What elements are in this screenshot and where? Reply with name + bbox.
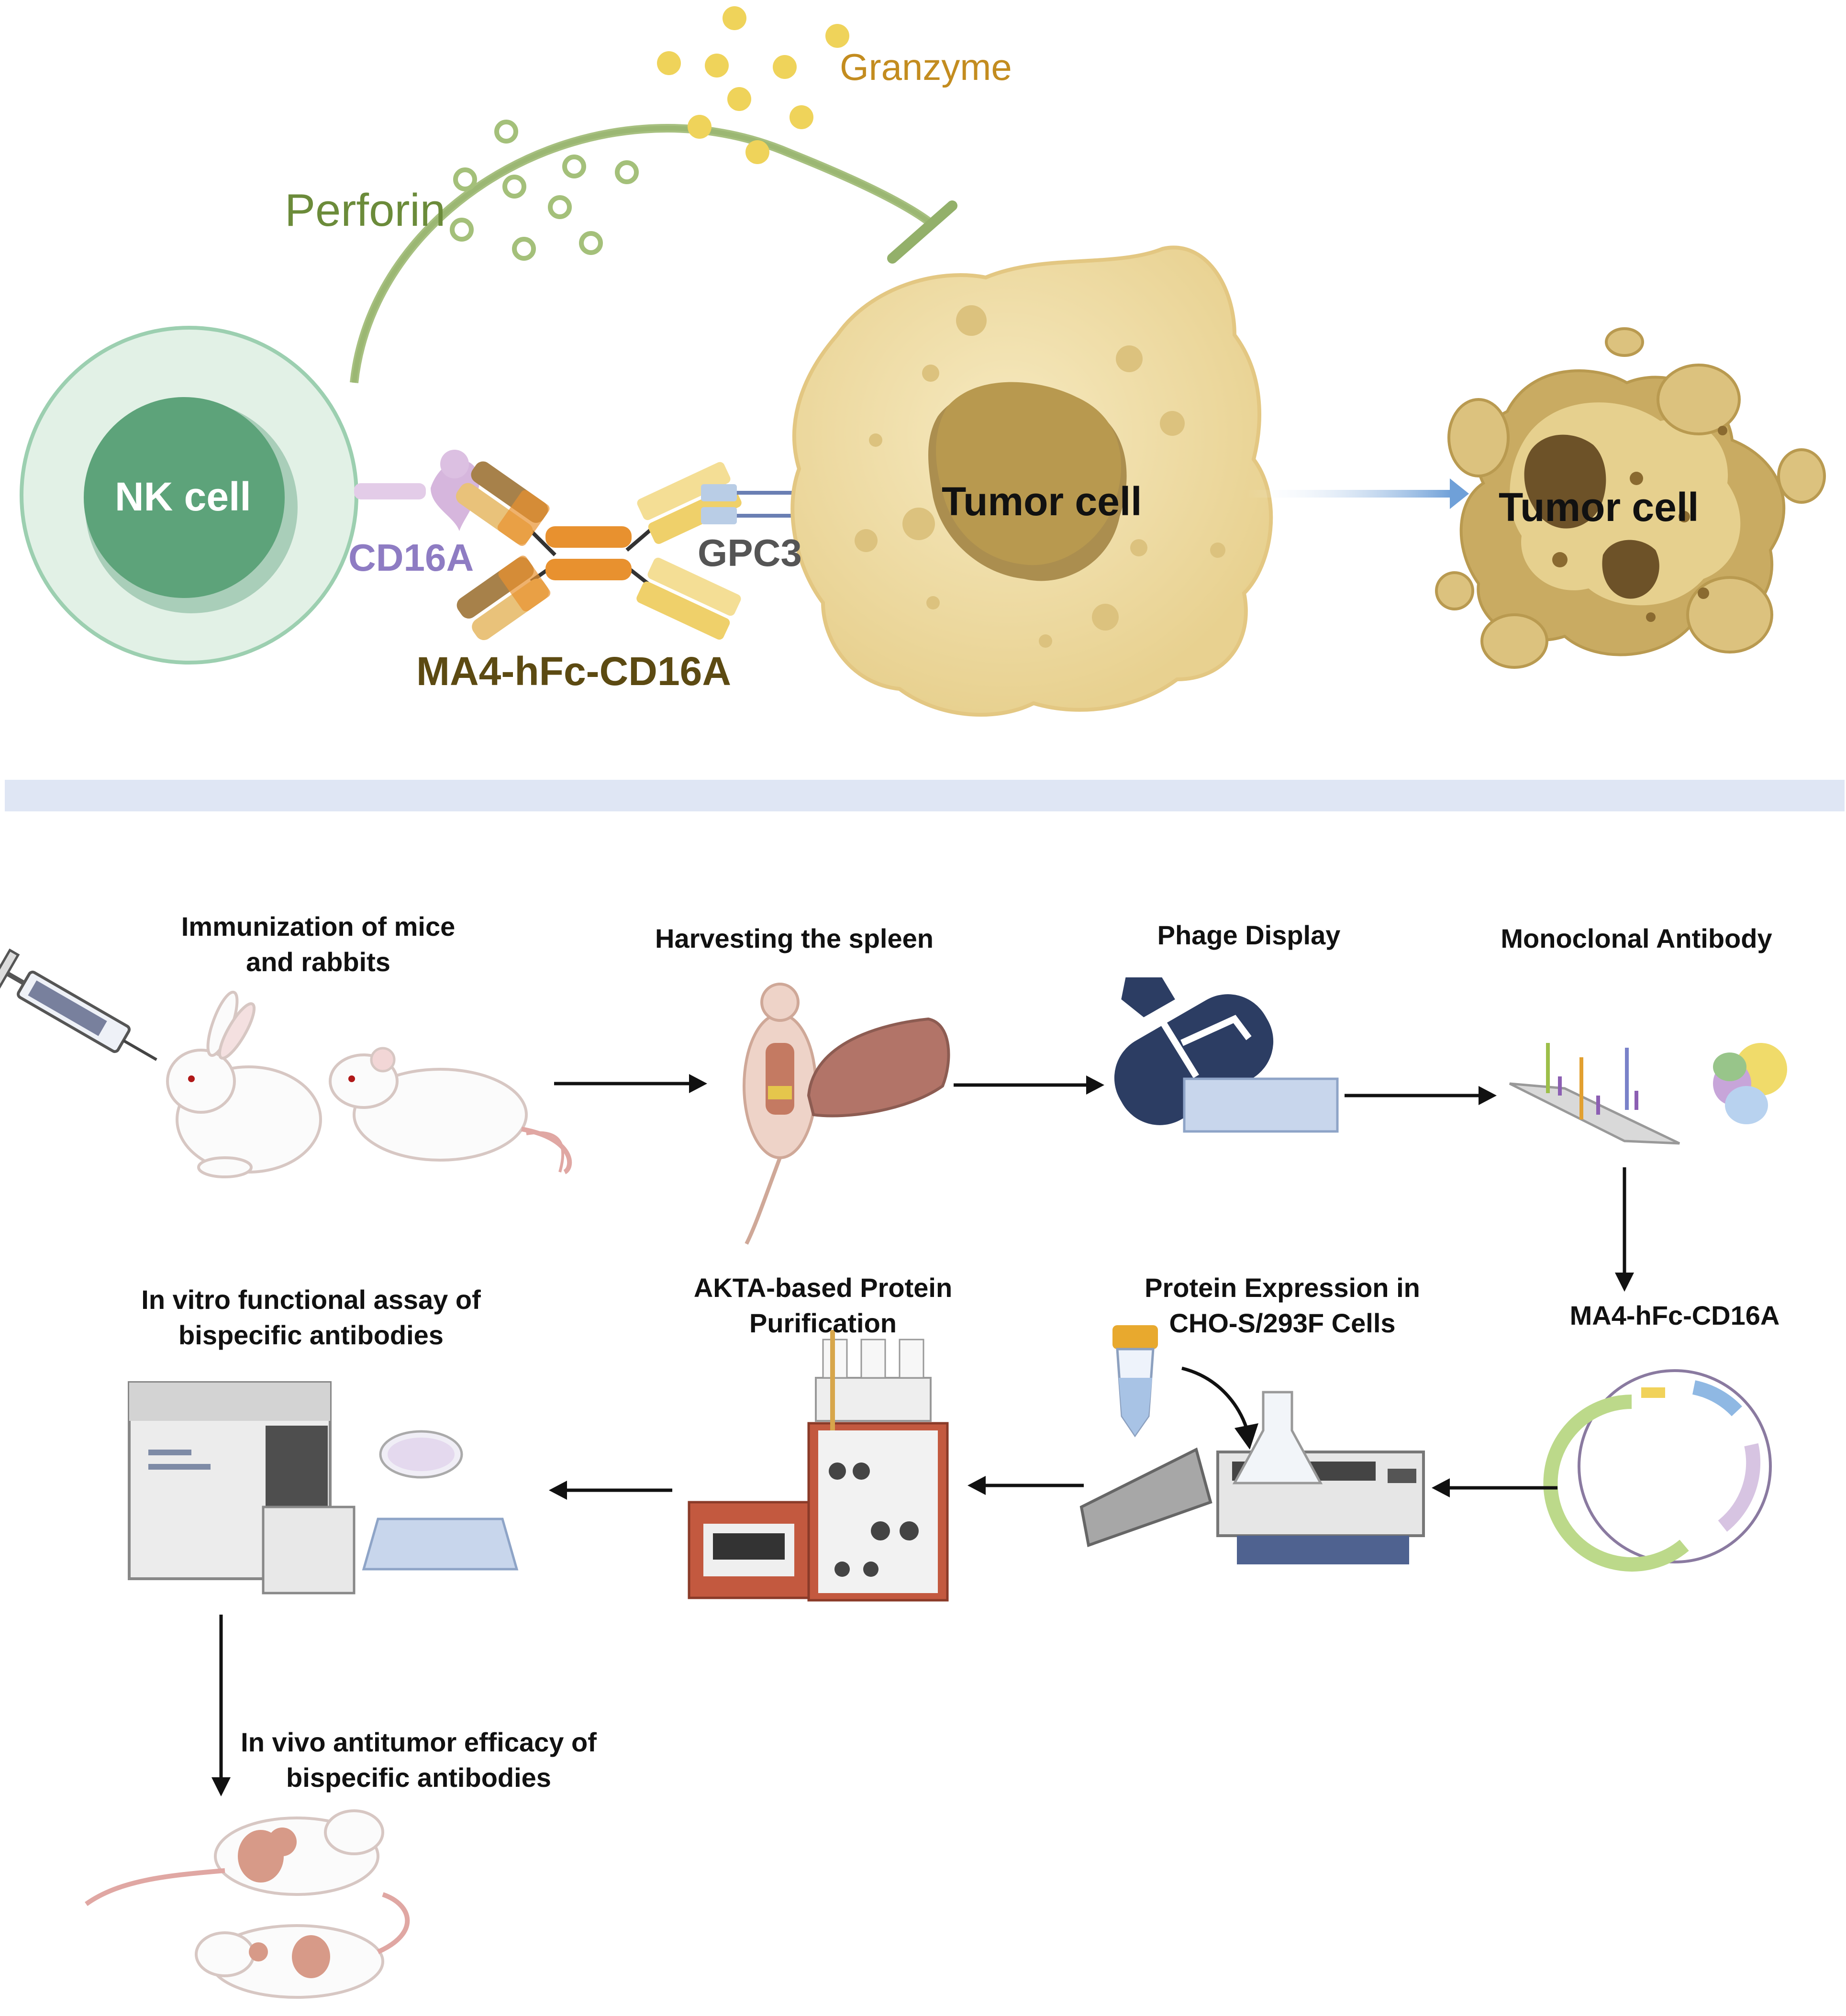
step-immunization-label: Immunization of mice and rabbits [144,909,493,980]
step-invivo-label: In vivo antitumor efficacy of bispecific… [211,1725,627,1795]
apoptotic-tumor-cell [1435,327,1826,669]
cd16a-receptor [354,450,479,531]
step-spleen-label: Harvesting the spleen [622,921,967,956]
rabbit-icon [166,990,322,1178]
step-monoclonal-label: Monoclonal Antibody [1474,921,1799,956]
perforin-granules [450,120,639,261]
akta-purifier-icon [688,1330,949,1602]
tumor-cell [790,245,1273,717]
step-akta-line2: Purification [749,1308,897,1338]
centrifuge-tube-icon [1112,1325,1158,1438]
kill-arrow [1246,478,1469,509]
phage-display-icon [1114,975,1339,1133]
step-phage-line1: Phage Display [1157,920,1341,950]
step-monoclonal-line1: Monoclonal Antibody [1501,923,1772,953]
perforin-label: Perforin [285,185,446,236]
granzyme-granules [657,6,849,164]
antibody-label: MA4-hFc-CD16A [416,649,732,694]
step-expression-line2: CHO-S/293F Cells [1169,1308,1396,1338]
step-construct-line1: MA4-hFc-CD16A [1569,1300,1780,1330]
step-invitro-line2: bispecific antibodies [178,1320,444,1350]
syringe-icon [0,948,157,1061]
gpc3-receptor [701,484,801,524]
step-akta-line1: AKTA-based Protein [693,1273,953,1303]
antibody-fragment-icon [1713,1043,1787,1124]
petri-dish-icon [379,1430,463,1479]
tube-to-shaker-arrowhead [1234,1423,1258,1450]
step-invitro-label: In vitro functional assay of bispecific … [105,1282,517,1353]
step-invitro-line1: In vitro functional assay of [141,1285,481,1315]
dead-tumor-cell-label: Tumor cell [1499,485,1699,530]
step-spleen-line1: Harvesting the spleen [655,923,934,953]
cd16a-label: CD16A [348,536,474,579]
step-immunization-line2: and rabbits [246,947,390,977]
tumor-bearing-mice-icon [85,1809,410,1999]
bispecific-antibody [456,461,742,640]
gpc3-label: GPC3 [698,532,802,574]
tumor-cell-label: Tumor cell [942,479,1142,524]
step-expression-line1: Protein Expression in [1145,1273,1420,1303]
step-construct-label: MA4-hFc-CD16A [1541,1298,1809,1333]
nk-cell-label: NK cell [115,474,251,519]
plasmid-icon [1543,1369,1772,1572]
workflow-arrows [211,1074,1634,1796]
granzyme-label: Granzyme [840,46,1012,88]
step-invivo-line1: In vivo antitumor efficacy of [241,1727,597,1757]
step-phage-label: Phage Display [1124,918,1373,953]
section-divider [5,780,1845,811]
tube-to-shaker-arrow [1181,1366,1248,1429]
step-invivo-line2: bispecific antibodies [286,1762,551,1793]
mouse-icon [329,1047,572,1174]
cytotoxic-arc [350,124,957,383]
spleen-icon [807,1017,950,1118]
well-plate-icon [362,1518,519,1571]
nk-cell [20,326,358,665]
flow-cytometer-icon [128,1381,356,1595]
step-akta-label: AKTA-based Protein Purification [660,1270,986,1341]
microarray-icon [1509,1043,1680,1145]
dissected-mouse-icon [743,983,817,1245]
step-expression-label: Protein Expression in CHO-S/293F Cells [1115,1270,1450,1341]
step-immunization-line1: Immunization of mice [181,911,456,942]
shaker-incubator-icon [1079,1391,1425,1564]
